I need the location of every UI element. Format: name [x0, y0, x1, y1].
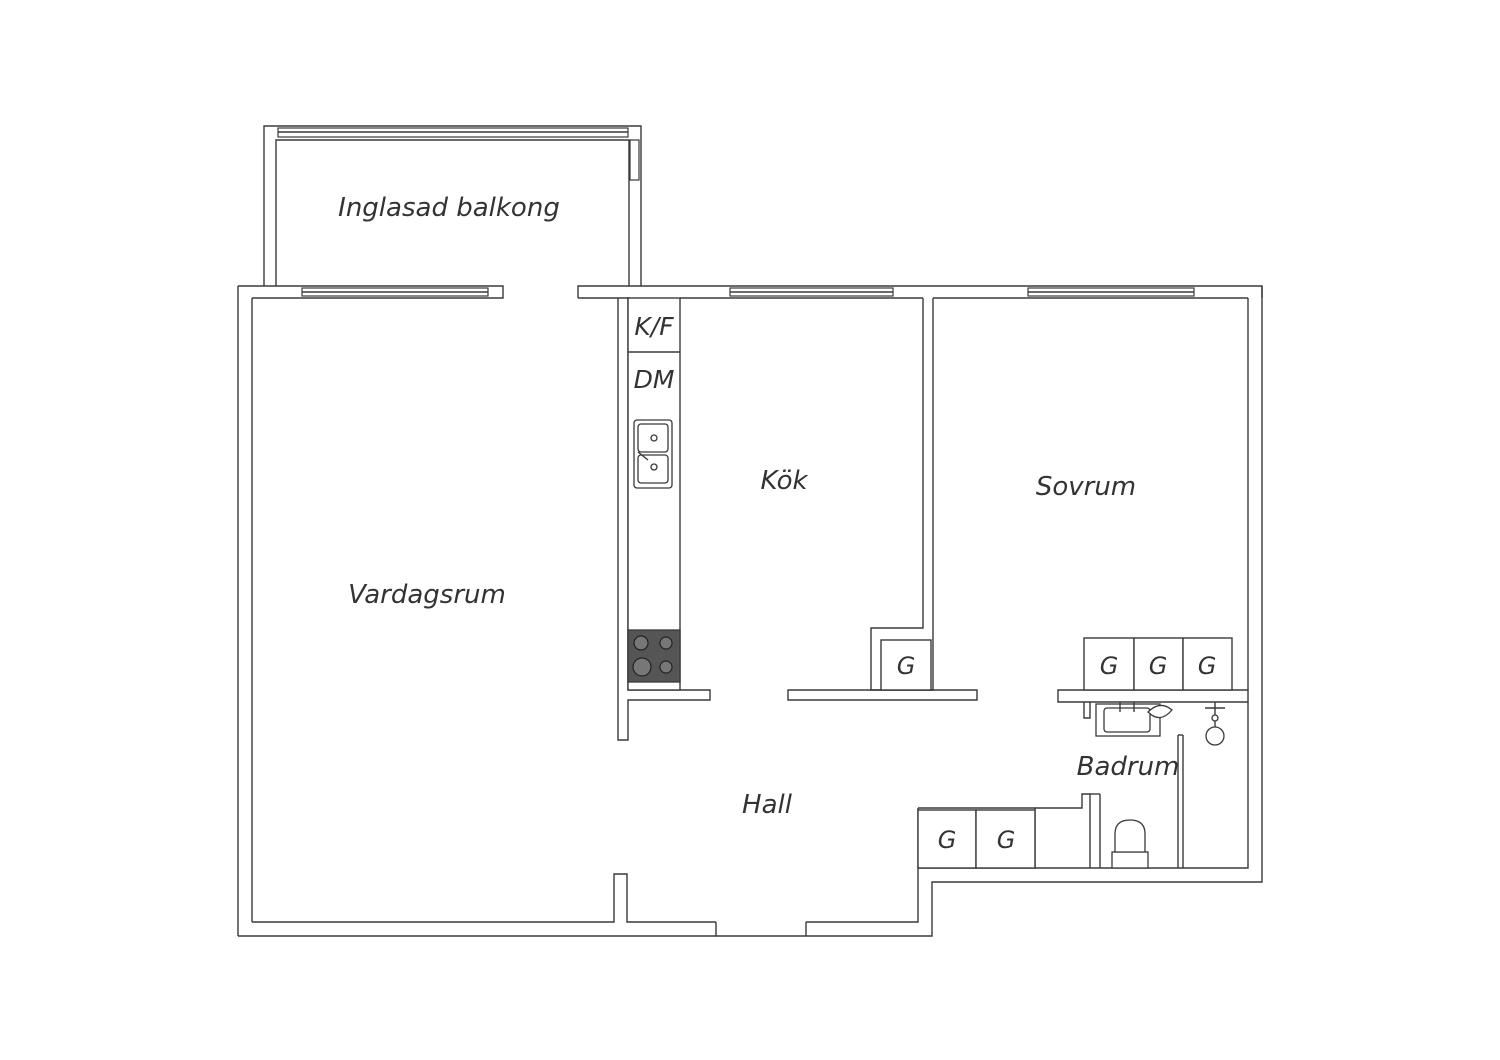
room-label-bedroom: Sovrum — [1036, 472, 1136, 502]
room-label-hall: Hall — [742, 790, 793, 820]
closet-label: G — [1100, 652, 1119, 680]
balcony — [263, 125, 642, 286]
closet-hall: G G — [917, 809, 1036, 869]
closet-label: G — [1149, 652, 1168, 680]
closet-kitchen: G — [880, 639, 932, 691]
double-sink-icon — [633, 419, 673, 489]
dishwasher-label: DM — [634, 365, 675, 394]
washbasin-icon — [1095, 702, 1173, 737]
room-label-kitchen: Kök — [760, 466, 808, 496]
closet-label: G — [897, 652, 916, 680]
room-label-bathroom: Badrum — [1077, 752, 1180, 782]
interior-walls — [617, 297, 1249, 868]
toilet-icon — [1111, 819, 1149, 869]
closet-label: G — [997, 826, 1016, 854]
kitchen-fixtures — [627, 419, 681, 683]
closets: G G G G G G — [880, 637, 1233, 869]
shower-icon — [1205, 702, 1225, 746]
closet-bedroom: G G G — [1083, 637, 1233, 691]
closet-label: G — [1198, 652, 1217, 680]
stove-icon — [627, 629, 681, 683]
room-label-balcony: Inglasad balkong — [338, 193, 560, 223]
bathroom-fixtures — [1095, 702, 1225, 869]
room-label-living-room: Vardagsrum — [348, 580, 506, 610]
closet-label: G — [938, 826, 957, 854]
exterior-walls — [237, 285, 1263, 937]
fridge-freezer-label: K/F — [634, 312, 674, 341]
